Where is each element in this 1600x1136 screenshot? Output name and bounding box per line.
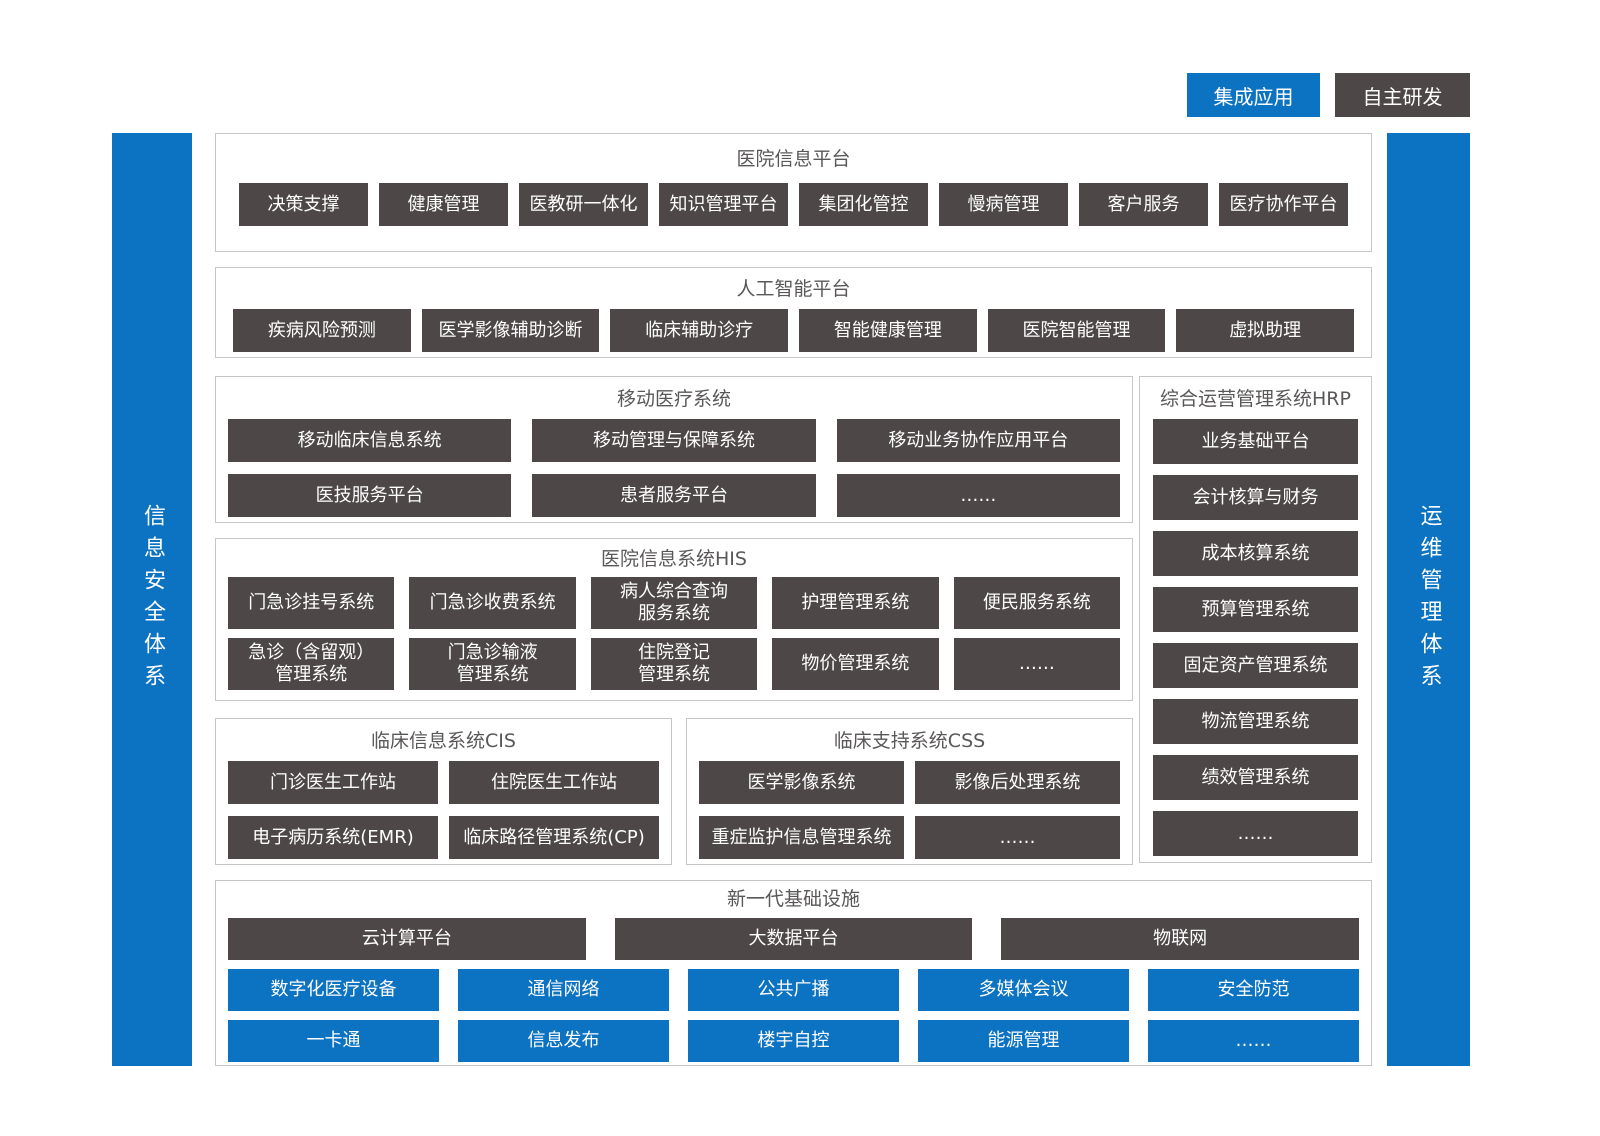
ops-management-bar: 运维管理体系 bbox=[1387, 133, 1470, 1066]
module-box: 影像后处理系统 bbox=[915, 761, 1120, 804]
module-box: …… bbox=[915, 816, 1120, 859]
module-box: 重症监护信息管理系统 bbox=[699, 816, 904, 859]
module-box: …… bbox=[953, 638, 1121, 690]
section-title: 人工智能平台 bbox=[736, 278, 851, 300]
module-box: 会计核算与财务 bbox=[1153, 475, 1358, 520]
module-box: 医疗协作平台 bbox=[1219, 183, 1348, 226]
module-row: 门急诊挂号系统 门急诊收费系统 病人综合查询 服务系统 护理管理系统 便民服务系… bbox=[228, 577, 1121, 629]
module-box: 健康管理 bbox=[379, 183, 508, 226]
module-box: 医学影像辅助诊断 bbox=[421, 309, 600, 352]
module-box: 病人综合查询 服务系统 bbox=[590, 577, 758, 629]
module-row: 决策支撑 健康管理 医教研一体化 知识管理平台 集团化管控 慢病管理 客户服务 … bbox=[239, 183, 1348, 226]
module-box: 急诊（含留观） 管理系统 bbox=[228, 638, 395, 690]
section-title: 医院信息平台 bbox=[736, 148, 851, 170]
module-row: 云计算平台 大数据平台 物联网 bbox=[228, 918, 1360, 960]
module-box: 安全防范 bbox=[1148, 969, 1359, 1011]
module-box: 患者服务平台 bbox=[532, 474, 816, 517]
module-box: 集团化管控 bbox=[799, 183, 928, 226]
module-box: …… bbox=[1153, 811, 1358, 856]
module-box: 门急诊挂号系统 bbox=[228, 577, 395, 629]
info-security-bar-label: 信息安全体系 bbox=[140, 503, 165, 696]
module-row: 移动临床信息系统 移动管理与保障系统 移动业务协作应用平台 bbox=[228, 419, 1120, 462]
module-box: 医教研一体化 bbox=[519, 183, 648, 226]
module-row: 疾病风险预测 医学影像辅助诊断 临床辅助诊疗 智能健康管理 医院智能管理 虚拟助… bbox=[233, 309, 1355, 352]
section-title: 新一代基础设施 bbox=[726, 888, 860, 910]
module-box: 多媒体会议 bbox=[918, 969, 1129, 1011]
module-box: …… bbox=[836, 474, 1120, 517]
module-box: 疾病风险预测 bbox=[233, 309, 411, 352]
section-his: 医院信息系统HIS 门急诊挂号系统 门急诊收费系统 病人综合查询 服务系统 护理… bbox=[215, 538, 1133, 701]
legend-integrated-chip: 集成应用 bbox=[1187, 73, 1320, 117]
module-box: 护理管理系统 bbox=[772, 577, 939, 629]
module-box: 物价管理系统 bbox=[772, 638, 939, 690]
module-box: 能源管理 bbox=[918, 1020, 1129, 1062]
module-box: 大数据平台 bbox=[614, 918, 973, 960]
section-title: 临床支持系统CSS bbox=[833, 730, 986, 752]
module-box: 一卡通 bbox=[228, 1020, 439, 1062]
section-cis: 临床信息系统CIS 门诊医生工作站 住院医生工作站 电子病历系统(EMR) 临床… bbox=[215, 718, 672, 865]
module-box: 医院智能管理 bbox=[987, 309, 1166, 352]
module-row: 数字化医疗设备 通信网络 公共广播 多媒体会议 安全防范 bbox=[228, 969, 1359, 1011]
module-box: 通信网络 bbox=[458, 969, 669, 1011]
module-box: 业务基础平台 bbox=[1153, 419, 1358, 464]
section-hrp: 综合运营管理系统HRP 业务基础平台 会计核算与财务 成本核算系统 预算管理系统… bbox=[1139, 376, 1372, 863]
section-mobile-medical: 移动医疗系统 移动临床信息系统 移动管理与保障系统 移动业务协作应用平台 医技服… bbox=[215, 376, 1133, 523]
module-row: 医学影像系统 影像后处理系统 bbox=[699, 761, 1120, 804]
module-box: 绩效管理系统 bbox=[1153, 755, 1358, 800]
ops-management-bar-label: 运维管理体系 bbox=[1416, 503, 1442, 696]
section-title: 临床信息系统CIS bbox=[371, 730, 516, 752]
module-box: 决策支撑 bbox=[239, 183, 368, 226]
module-box: 预算管理系统 bbox=[1153, 587, 1358, 632]
module-row: 门诊医生工作站 住院医生工作站 bbox=[228, 761, 659, 804]
module-box: 门诊医生工作站 bbox=[228, 761, 438, 804]
module-box: 楼宇自控 bbox=[688, 1020, 899, 1062]
section-title: 移动医疗系统 bbox=[616, 388, 731, 410]
module-box: 门急诊收费系统 bbox=[409, 577, 576, 629]
module-row: 急诊（含留观） 管理系统 门急诊输液 管理系统 住院登记 管理系统 物价管理系统… bbox=[228, 638, 1121, 690]
module-box: 固定资产管理系统 bbox=[1153, 643, 1358, 688]
module-box: 云计算平台 bbox=[228, 918, 586, 960]
module-box: 信息发布 bbox=[458, 1020, 669, 1062]
section-hospital-info-platform: 医院信息平台 决策支撑 健康管理 医教研一体化 知识管理平台 集团化管控 慢病管… bbox=[215, 133, 1372, 252]
module-box: 门急诊输液 管理系统 bbox=[409, 638, 576, 690]
module-box: 医技服务平台 bbox=[228, 474, 512, 517]
legend-self-developed-chip: 自主研发 bbox=[1335, 73, 1470, 117]
module-box: 移动临床信息系统 bbox=[228, 419, 512, 462]
module-box: 成本核算系统 bbox=[1153, 531, 1358, 576]
section-title: 综合运营管理系统HRP bbox=[1160, 388, 1351, 410]
module-box: 慢病管理 bbox=[939, 183, 1068, 226]
module-box: 物联网 bbox=[1001, 918, 1360, 960]
module-box: 住院登记 管理系统 bbox=[590, 638, 758, 690]
module-box: 临床路径管理系统(CP) bbox=[449, 816, 659, 859]
module-box: 客户服务 bbox=[1079, 183, 1208, 226]
module-row: 一卡通 信息发布 楼宇自控 能源管理 …… bbox=[228, 1020, 1359, 1062]
module-box: 物流管理系统 bbox=[1153, 699, 1358, 744]
section-css: 临床支持系统CSS 医学影像系统 影像后处理系统 重症监护信息管理系统 …… bbox=[686, 718, 1133, 865]
module-box: 公共广播 bbox=[688, 969, 899, 1011]
module-box: …… bbox=[1148, 1020, 1359, 1062]
module-box: 移动业务协作应用平台 bbox=[836, 419, 1120, 462]
info-security-bar: 信息安全体系 bbox=[112, 133, 192, 1066]
module-row: 医技服务平台 患者服务平台 …… bbox=[228, 474, 1120, 517]
section-ai-platform: 人工智能平台 疾病风险预测 医学影像辅助诊断 临床辅助诊疗 智能健康管理 医院智… bbox=[215, 267, 1372, 358]
module-box: 知识管理平台 bbox=[659, 183, 788, 226]
module-box: 医学影像系统 bbox=[699, 761, 904, 804]
module-box: 虚拟助理 bbox=[1176, 309, 1355, 352]
section-title: 医院信息系统HIS bbox=[601, 548, 747, 570]
module-box: 电子病历系统(EMR) bbox=[228, 816, 438, 859]
module-box: 便民服务系统 bbox=[953, 577, 1121, 629]
section-infrastructure: 新一代基础设施 云计算平台 大数据平台 物联网 数字化医疗设备 通信网络 公共广… bbox=[215, 880, 1372, 1066]
module-box: 移动管理与保障系统 bbox=[532, 419, 816, 462]
module-box: 智能健康管理 bbox=[799, 309, 977, 352]
module-row: 电子病历系统(EMR) 临床路径管理系统(CP) bbox=[228, 816, 659, 859]
module-box: 数字化医疗设备 bbox=[228, 969, 439, 1011]
module-box: 住院医生工作站 bbox=[449, 761, 659, 804]
module-column: 业务基础平台 会计核算与财务 成本核算系统 预算管理系统 固定资产管理系统 物流… bbox=[1153, 419, 1358, 856]
module-box: 临床辅助诊疗 bbox=[610, 309, 789, 352]
module-row: 重症监护信息管理系统 …… bbox=[699, 816, 1120, 859]
